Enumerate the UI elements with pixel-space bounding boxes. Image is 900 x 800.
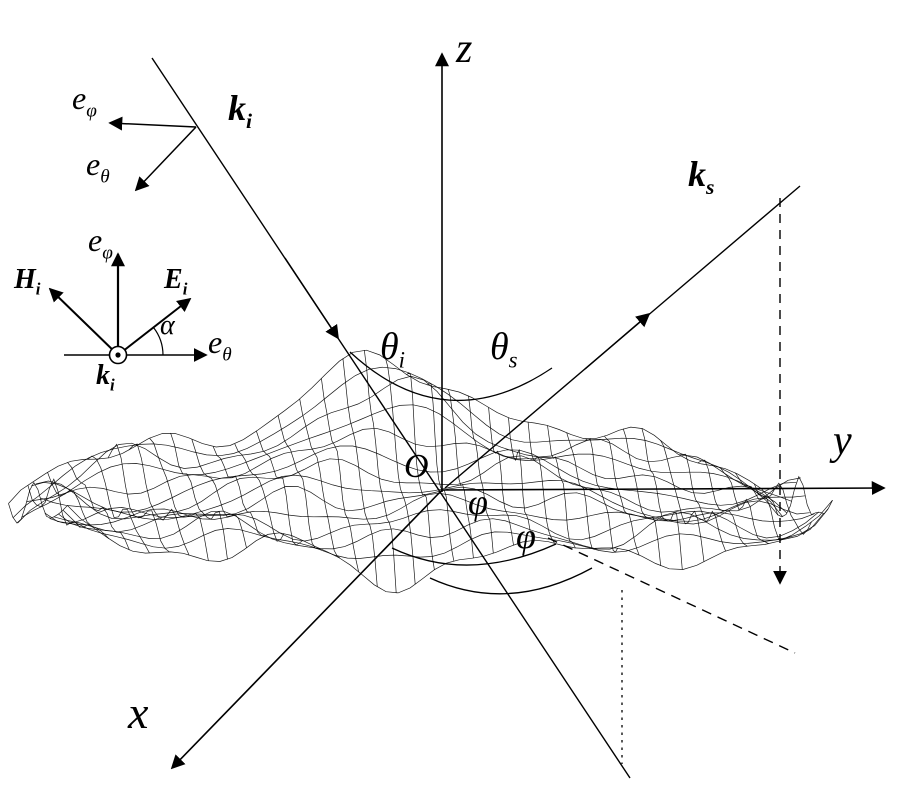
mesh-line — [547, 425, 576, 549]
upper-e-theta-arrow — [134, 126, 197, 192]
mesh-line — [12, 366, 779, 518]
mesh-line — [149, 437, 209, 561]
mesh-line — [622, 428, 662, 566]
inset-H-field-arrow — [48, 287, 119, 356]
angle-label-theta-incident: θi — [380, 326, 406, 373]
mesh-line — [753, 482, 812, 535]
axis-label-x: x — [128, 687, 149, 738]
incident-ray-arrow — [284, 257, 339, 340]
mesh-line — [716, 466, 769, 545]
mesh-line — [342, 358, 378, 588]
alpha-angle-arc — [153, 327, 164, 356]
mesh-line — [62, 508, 829, 559]
phi-scattered-arc — [429, 567, 593, 595]
origin-label: O — [404, 448, 429, 485]
mesh-line — [427, 382, 455, 561]
inset-label-E-field: Ei — [164, 264, 188, 299]
mesh-line — [107, 443, 170, 553]
mesh-line — [488, 407, 514, 546]
mesh-line — [773, 475, 833, 518]
mesh-line — [277, 415, 322, 550]
mesh-line — [641, 428, 683, 570]
mesh-line — [170, 432, 228, 560]
inset-E-field-arrow — [117, 297, 192, 356]
x-axis — [170, 489, 443, 770]
mesh-line — [44, 486, 810, 525]
mesh-line — [8, 349, 774, 504]
mesh-line — [234, 443, 285, 542]
mesh-line — [256, 430, 303, 546]
mesh-line — [508, 417, 535, 541]
inset-label-alpha: α — [160, 310, 175, 341]
upper-label-e-theta: eθ — [86, 146, 110, 188]
mesh-line — [47, 472, 110, 539]
out-of-page-dot-icon — [115, 352, 121, 358]
mesh-line — [191, 438, 247, 548]
phi-incident-arc — [391, 543, 557, 566]
upper-label-e-phi: eφ — [72, 80, 97, 122]
mesh-line — [585, 438, 619, 553]
mesh-line — [697, 459, 748, 547]
mesh-line — [468, 395, 494, 554]
mesh-line — [566, 432, 597, 550]
angle-label-theta-scattered: θs — [490, 326, 518, 373]
inset-label-k-incident: ki — [96, 360, 115, 395]
mesh-line — [49, 492, 815, 526]
mesh-line — [212, 446, 266, 537]
scattered-ray-arrow — [584, 312, 651, 370]
mesh-line — [128, 443, 190, 556]
rough-surface-mesh — [8, 349, 833, 594]
mesh-line — [604, 436, 640, 556]
incident-ray — [151, 57, 631, 779]
polarization-inset — [48, 252, 208, 365]
axis-label-y: y — [833, 418, 852, 464]
mesh-line — [321, 378, 359, 572]
mesh-line — [660, 440, 705, 562]
inset-label-H-field: Hi — [14, 264, 41, 299]
mesh-line — [735, 472, 791, 540]
mesh-line — [27, 478, 89, 528]
mesh-line — [385, 358, 416, 585]
mesh-line — [679, 453, 726, 552]
mesh-line — [527, 422, 555, 544]
mesh-line — [447, 389, 474, 559]
y-axis — [441, 481, 886, 496]
inset-label-e-theta: eθ — [208, 324, 232, 366]
inset-label-e-phi: eφ — [88, 222, 113, 264]
scattered-projection-dashed-line — [547, 537, 796, 654]
angle-label-phi-scattered: φ — [516, 516, 536, 556]
mesh-line — [8, 481, 68, 524]
mesh-line — [299, 398, 341, 559]
upper-e-phi-arrow — [108, 116, 197, 131]
mesh-line — [58, 510, 824, 550]
theta-angle-arc — [349, 351, 553, 402]
vector-label-k-incident: ki — [228, 88, 252, 134]
vector-label-k-scattered: ks — [688, 154, 715, 200]
mesh-line — [17, 375, 783, 524]
axis-label-z: z — [456, 26, 473, 72]
mesh-line — [406, 372, 435, 570]
mesh-line — [67, 462, 130, 551]
mesh-line — [87, 455, 150, 554]
mesh-line — [363, 349, 397, 594]
angle-label-phi-incident: φ — [468, 482, 488, 522]
